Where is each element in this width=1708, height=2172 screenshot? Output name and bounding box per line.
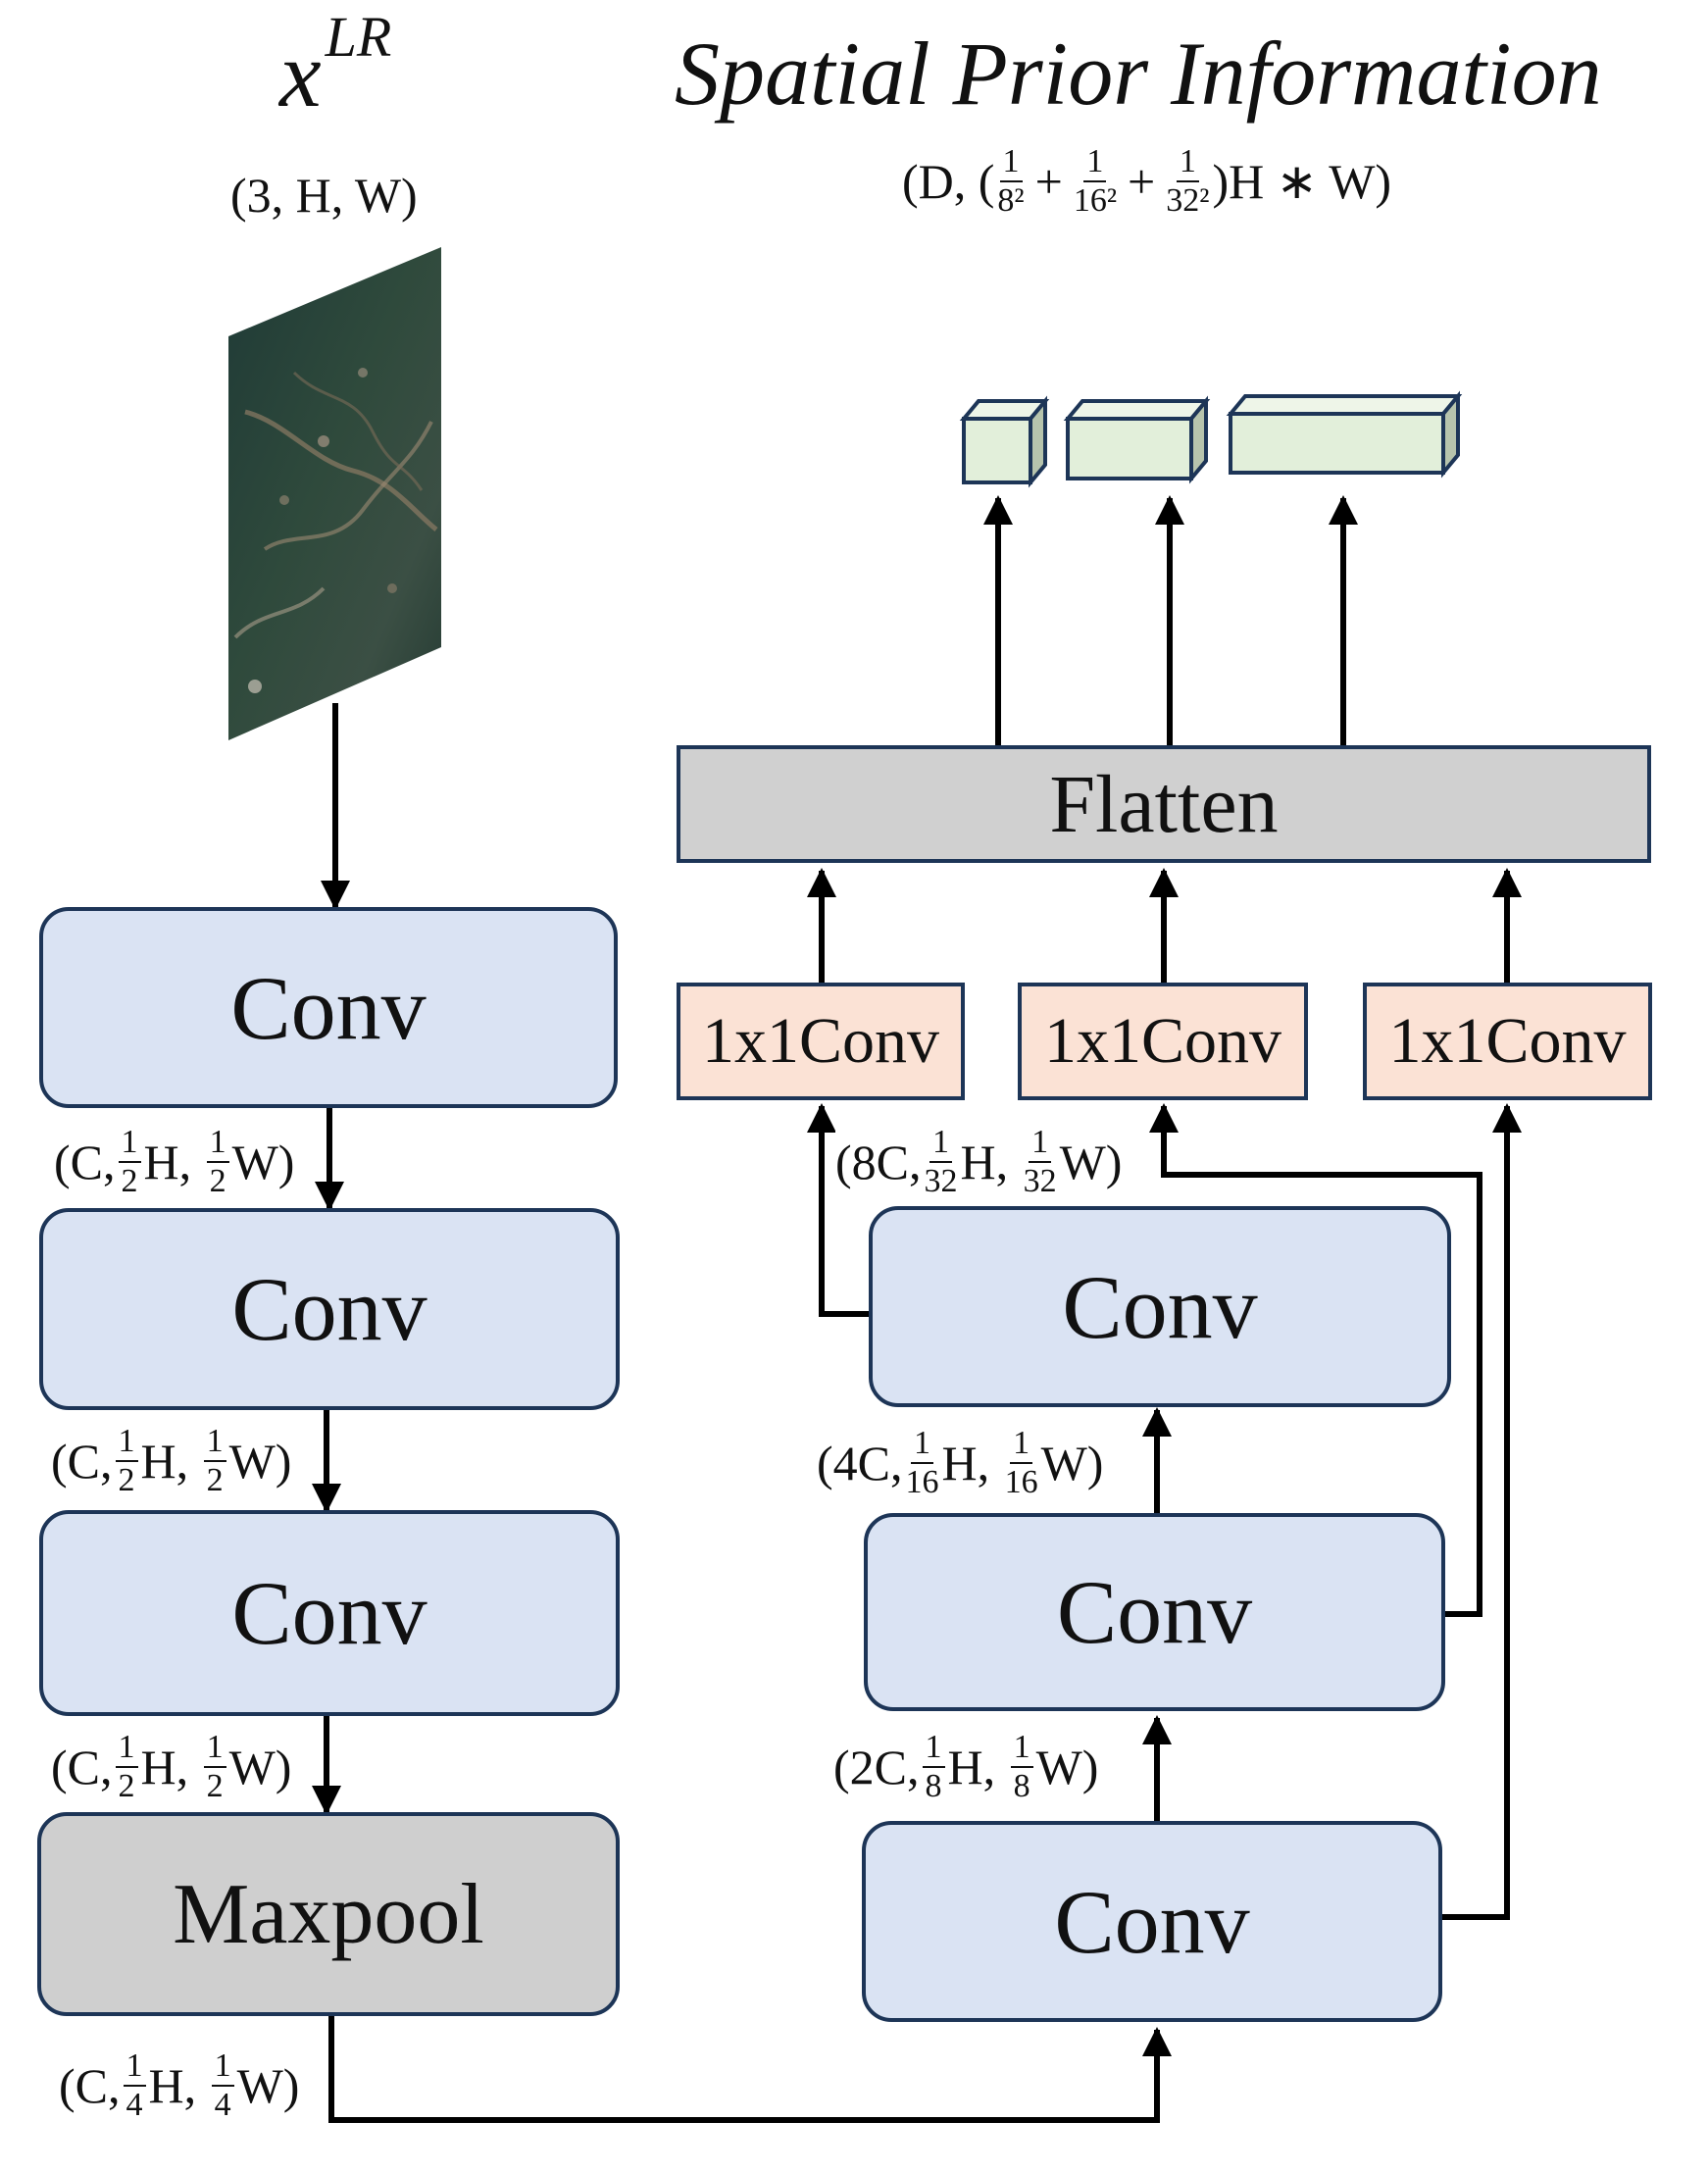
- conv1x1-block-2: 1x1Conv: [1018, 983, 1308, 1100]
- input-symbol: xLR: [279, 5, 392, 126]
- conv1x1-block-3: 1x1Conv: [1363, 983, 1652, 1100]
- maxpool-block: Maxpool: [37, 1812, 620, 2016]
- token-cuboid-large: [1226, 390, 1463, 479]
- spatial-prior-title: Spatial Prior Information: [675, 24, 1602, 124]
- conv-block-left-2: Conv: [39, 1208, 620, 1410]
- conv-block-right-middle: Conv: [864, 1513, 1445, 1711]
- input-shape-label: (3, H, W): [230, 168, 418, 223]
- flatten-block: Flatten: [677, 745, 1651, 863]
- conv-block-right-top: Conv: [869, 1206, 1451, 1407]
- conv-block-right-bottom: Conv: [862, 1821, 1442, 2022]
- conv-block-left-1: Conv: [39, 907, 618, 1108]
- token-cuboid-small: [959, 395, 1050, 488]
- input-image: [228, 247, 441, 740]
- conv-block-left-3: Conv: [39, 1510, 620, 1716]
- input-symbol-superscript: LR: [325, 5, 392, 69]
- conv1x1-block-1: 1x1Conv: [677, 983, 965, 1100]
- token-cuboid-medium: [1063, 395, 1211, 484]
